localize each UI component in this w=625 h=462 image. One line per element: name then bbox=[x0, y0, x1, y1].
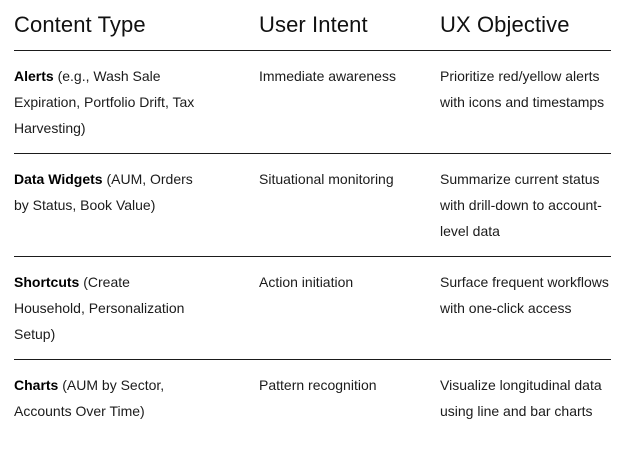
table-header-row: Content Type User Intent UX Objective bbox=[14, 0, 611, 50]
cell-content-type: Alerts (e.g., Wash Sale Expiration, Port… bbox=[14, 63, 259, 141]
column-header-user-intent: User Intent bbox=[259, 12, 368, 37]
table-row: Alerts (e.g., Wash Sale Expiration, Port… bbox=[14, 50, 611, 153]
cell-content-type: Charts (AUM by Sector, Accounts Over Tim… bbox=[14, 372, 259, 424]
content-type-term: Charts bbox=[14, 377, 59, 393]
cell-ux-objective: Surface frequent workflows with one-clic… bbox=[440, 274, 609, 316]
table-row: Shortcuts (Create Household, Personaliza… bbox=[14, 256, 611, 359]
content-type-term: Shortcuts bbox=[14, 274, 80, 290]
content-type-detail: (AUM, Orders by Status, Book Value) bbox=[14, 171, 193, 213]
cell-ux-objective: Prioritize red/yellow alerts with icons … bbox=[440, 68, 605, 110]
table-row: Data Widgets (AUM, Orders by Status, Boo… bbox=[14, 153, 611, 256]
content-type-detail: (e.g., Wash Sale Expiration, Portfolio D… bbox=[14, 68, 195, 136]
table-row: Charts (AUM by Sector, Accounts Over Tim… bbox=[14, 359, 611, 436]
cell-user-intent: Immediate awareness bbox=[259, 68, 396, 84]
cell-ux-objective: Visualize longitudinal data using line a… bbox=[440, 377, 602, 419]
content-type-detail: (AUM by Sector, Accounts Over Time) bbox=[14, 377, 165, 419]
cell-ux-objective: Summarize current status with drill-down… bbox=[440, 171, 602, 239]
content-type-term: Alerts bbox=[14, 68, 54, 84]
content-type-term: Data Widgets bbox=[14, 171, 103, 187]
cell-content-type: Shortcuts (Create Household, Personaliza… bbox=[14, 269, 259, 347]
cell-user-intent: Situational monitoring bbox=[259, 171, 394, 187]
cell-user-intent: Pattern recognition bbox=[259, 377, 377, 393]
column-header-content-type: Content Type bbox=[14, 12, 146, 37]
column-header-ux-objective: UX Objective bbox=[440, 12, 570, 37]
cell-user-intent: Action initiation bbox=[259, 274, 354, 290]
content-type-detail: (Create Household, Personalization Setup… bbox=[14, 274, 185, 342]
cell-content-type: Data Widgets (AUM, Orders by Status, Boo… bbox=[14, 166, 259, 218]
